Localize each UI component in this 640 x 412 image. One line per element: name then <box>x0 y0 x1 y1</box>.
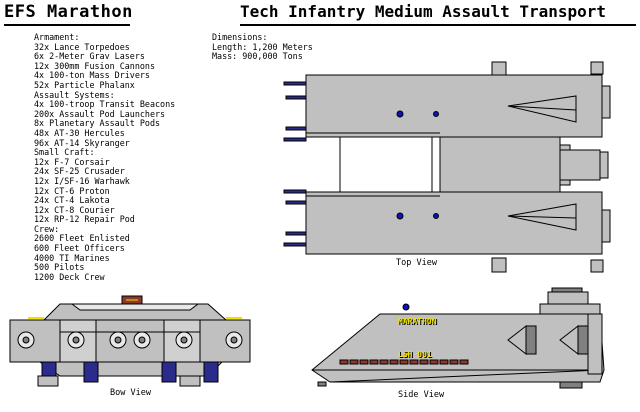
spec-line: 12x RP-12 Repair Pod <box>34 214 135 225</box>
bow-view-drawing <box>9 295 251 387</box>
top-view-caption: Top View <box>396 258 437 268</box>
spec-line: 12x 300mm Fusion Cannons <box>34 60 156 71</box>
spec-line: 4x 100-troop Transit Beacons <box>34 99 176 110</box>
bow-view-caption: Bow View <box>110 388 151 398</box>
hull-name-marking: MARATHON <box>398 317 437 326</box>
spec-line: 500 Pilots <box>34 262 85 273</box>
ship-name: EFS Marathon <box>4 2 133 22</box>
spec-line: 12x I/SF-16 Warhawk <box>34 175 130 186</box>
dimensions-line: Dimensions: <box>212 32 268 42</box>
spec-list: Armament: 32x Lance Torpedoes 6x 2-Meter… <box>34 32 176 282</box>
spec-line: 8x Planetary Assault Pods <box>34 118 161 129</box>
spec-line: 12x CT-8 Courier <box>34 204 115 215</box>
spec-line: 48x AT-30 Hercules <box>34 127 125 138</box>
ship-name-underline <box>4 24 130 26</box>
spec-line: 6x 2-Meter Grav Lasers <box>34 51 145 62</box>
dimensions-line: Mass: 900,000 Tons <box>212 51 303 62</box>
spec-line: 24x SF-25 Crusader <box>34 166 125 177</box>
top-view-drawing <box>283 61 611 273</box>
ship-class: Tech Infantry Medium Assault Transport <box>240 2 607 21</box>
side-view-caption: Side View <box>398 390 445 400</box>
spec-line: 52x Particle Phalanx <box>34 79 135 90</box>
spec-line: 600 Fleet Officers <box>34 243 125 254</box>
spec-line: Assault Systems: <box>34 89 115 100</box>
spec-line: 4x 100-ton Mass Drivers <box>34 70 150 81</box>
spec-line: 32x Lance Torpedoes <box>34 41 130 52</box>
spec-line: 12x F-7 Corsair <box>34 156 110 167</box>
spec-line: Small Craft: <box>34 147 95 158</box>
spec-line: Crew: <box>34 223 60 234</box>
hull-registry-marking: LSH 001 <box>398 350 432 359</box>
spec-line: 12x CT-6 Proton <box>34 185 110 196</box>
spec-line: 96x AT-14 Skyranger <box>34 137 130 148</box>
dimensions-block: Dimensions: Length: 1,200 Meters Mass: 9… <box>212 32 313 62</box>
spec-line: 4000 TI Marines <box>34 252 110 263</box>
dimensions-line: Length: 1,200 Meters <box>212 41 313 52</box>
side-view-drawing <box>311 287 605 389</box>
spec-line: 1200 Deck Crew <box>34 271 105 282</box>
spec-line: Armament: <box>34 32 80 42</box>
spec-line: 24x CT-4 Lakota <box>34 195 110 206</box>
ship-class-underline <box>240 24 636 26</box>
spec-line: 200x Assault Pod Launchers <box>34 108 166 119</box>
spec-line: 2600 Fleet Enlisted <box>34 233 130 244</box>
